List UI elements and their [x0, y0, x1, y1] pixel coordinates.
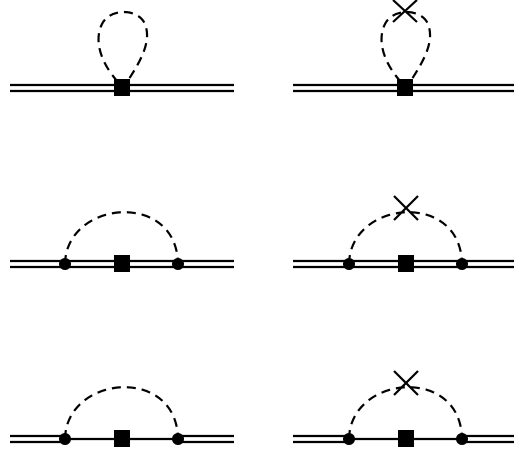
dashed-arc: [347, 211, 464, 265]
dashed-loop: [97, 10, 149, 83]
diagram-sunset-double-crossed: [293, 195, 514, 272]
diagram-sunset-double: [10, 211, 234, 272]
vertex-dot-right: [172, 433, 184, 445]
vertex-dot-right: [172, 258, 184, 270]
vertex-dot-left: [343, 258, 355, 270]
cross-insertion-b: [392, 0, 418, 23]
vertex-dot-left: [59, 258, 71, 270]
diagram-sunset-single: [10, 386, 234, 447]
diagram-sunset-single-crossed: [293, 370, 514, 447]
dashed-loop: [380, 10, 432, 83]
diagram-tadpole: [10, 10, 234, 96]
vertex-dot-left: [343, 433, 355, 445]
vertex-square: [114, 79, 130, 96]
diagram-tadpole-crossed: [293, 0, 514, 96]
cross-insertion-b: [393, 195, 419, 221]
vertex-square: [398, 255, 414, 272]
vertex-square: [398, 430, 414, 447]
vertex-dot-left: [59, 433, 71, 445]
cross-insertion-b: [393, 370, 419, 396]
vertex-square: [114, 430, 130, 447]
vertex-square: [397, 79, 413, 96]
dashed-arc: [63, 386, 180, 440]
dashed-arc: [63, 211, 180, 265]
dashed-arc: [347, 386, 464, 440]
vertex-square: [114, 255, 130, 272]
vertex-dot-right: [456, 258, 468, 270]
vertex-dot-right: [456, 433, 468, 445]
